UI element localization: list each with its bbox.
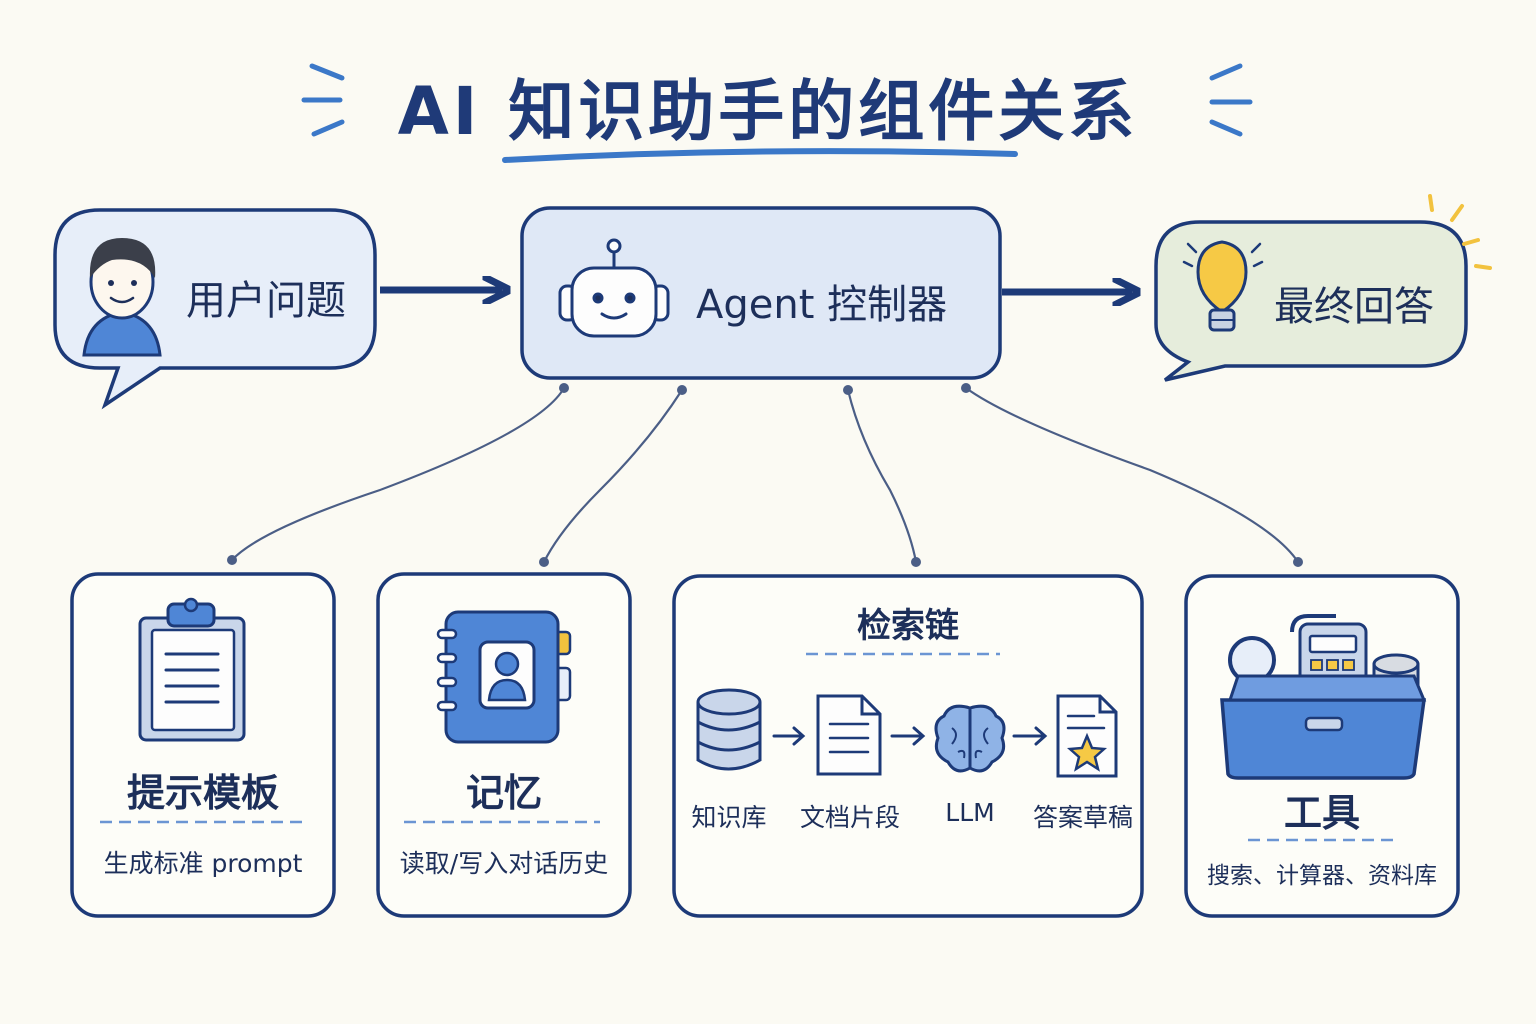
connector-dots xyxy=(227,383,1303,567)
memory-desc: 读取/写入对话历史 xyxy=(399,849,609,878)
user-avatar-icon xyxy=(82,238,162,357)
final-answer-label: 最终回答 xyxy=(1274,284,1434,330)
connector-lines xyxy=(231,387,1299,563)
draft-star-icon xyxy=(1056,694,1118,778)
notebook-icon xyxy=(436,610,572,744)
title-underline xyxy=(502,148,1018,163)
lightbulb-icon xyxy=(1182,194,1492,332)
retrieval-chain-box xyxy=(672,574,1144,918)
chain-arrow xyxy=(772,726,1048,746)
prompt-template-box xyxy=(70,572,336,918)
controller-label: Agent 控制器 xyxy=(696,282,948,328)
document-icon xyxy=(816,694,882,776)
robot-icon xyxy=(558,238,670,338)
tools-desc: 搜索、计算器、资料库 xyxy=(1207,863,1437,889)
chain-step-answer-draft: 答案草稿 xyxy=(1032,803,1133,832)
chain-step-knowledge-base: 知识库 xyxy=(691,803,767,832)
chain-step-doc-fragment: 文档片段 xyxy=(799,803,900,832)
toolbox-icon xyxy=(1220,614,1427,780)
prompt-template-title: 提示模板 xyxy=(126,771,279,815)
tools-title: 工具 xyxy=(1283,791,1360,835)
retrieval-chain-title: 检索链 xyxy=(857,606,959,646)
title-sparkle-left xyxy=(301,63,345,137)
prompt-template-desc: 生成标准 prompt xyxy=(103,849,303,878)
dashed-separators xyxy=(100,652,1400,842)
page-title: AI 知识助手的组件关系 xyxy=(397,73,1139,150)
memory-title: 记忆 xyxy=(465,771,542,815)
brain-icon xyxy=(934,704,1006,773)
database-icon xyxy=(696,688,762,771)
chain-step-llm: LLM xyxy=(945,798,995,827)
clipboard-icon xyxy=(138,597,246,742)
title-sparkle-right xyxy=(1209,63,1253,137)
user-question-label: 用户问题 xyxy=(186,278,346,324)
